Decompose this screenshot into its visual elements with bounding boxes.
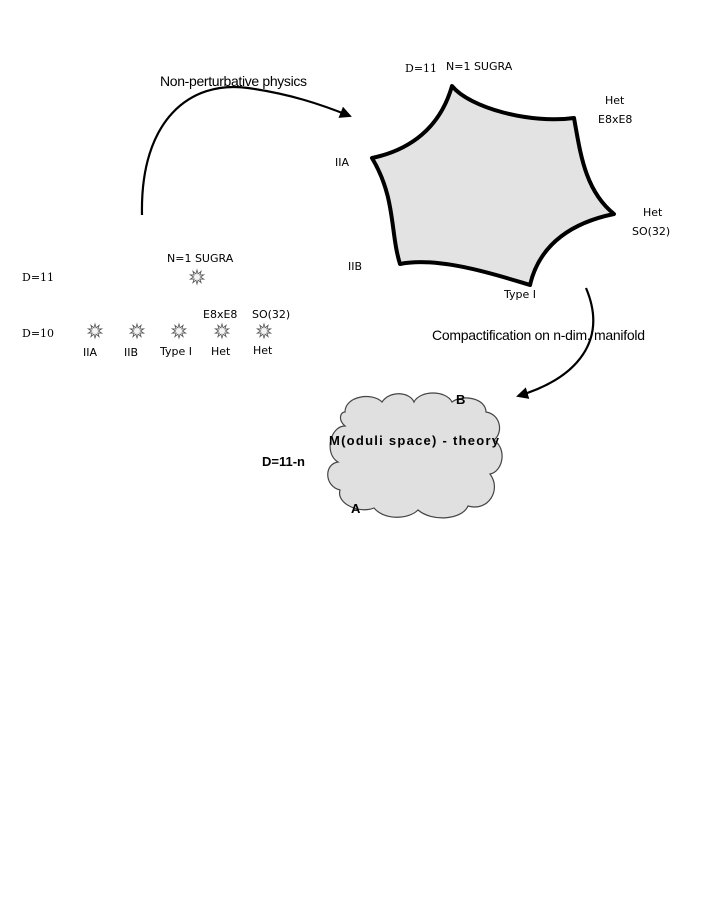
left-het1-label: Het (211, 345, 231, 358)
cloud-b-label: B (456, 392, 465, 407)
cloud-theory-label: M(oduli space) - theory (329, 433, 500, 448)
left-iia-label: IIA (83, 346, 97, 359)
burst-icon (170, 322, 188, 340)
compactification-arrow (516, 287, 595, 399)
left-iib-label: IIB (124, 346, 138, 359)
compactification-label: Compactification on n-dim. manifold (432, 327, 645, 343)
star-sugra-label: N=1 SUGRA (446, 60, 513, 73)
burst-icon (213, 322, 231, 340)
non-perturbative-label: Non-perturbative physics (160, 73, 307, 89)
burst-icon (86, 322, 104, 340)
cloud-a-label: A (351, 501, 361, 516)
left-typei-label: Type I (159, 345, 192, 358)
left-sugra-label: N=1 SUGRA (167, 252, 234, 265)
star-d11-label: D=11 (405, 62, 437, 75)
burst-icon (255, 322, 273, 340)
star-het-e8-label: Het (605, 94, 625, 107)
left-d10-label: D=10 (22, 327, 54, 340)
burst-icon (128, 322, 146, 340)
star-iia-label: IIA (335, 156, 349, 169)
burst-icons (86, 268, 273, 340)
cloud-dim-label: D=11-n (262, 454, 305, 469)
star-iib-label: IIB (348, 260, 362, 273)
star-e8xe8-label: E8xE8 (598, 113, 632, 126)
left-d11-label: D=11 (22, 271, 54, 284)
m-theory-star (370, 84, 616, 287)
star-so32-label: SO(32) (632, 225, 670, 238)
star-het-so-label: Het (643, 206, 663, 219)
left-het2-label: Het (253, 344, 273, 357)
left-so32-label: SO(32) (252, 308, 290, 321)
burst-icon (188, 268, 206, 286)
moduli-cloud (327, 392, 503, 519)
left-e8xe8-label: E8xE8 (203, 308, 237, 321)
star-typei-label: Type I (503, 288, 536, 301)
non-perturbative-arrow (140, 85, 352, 216)
